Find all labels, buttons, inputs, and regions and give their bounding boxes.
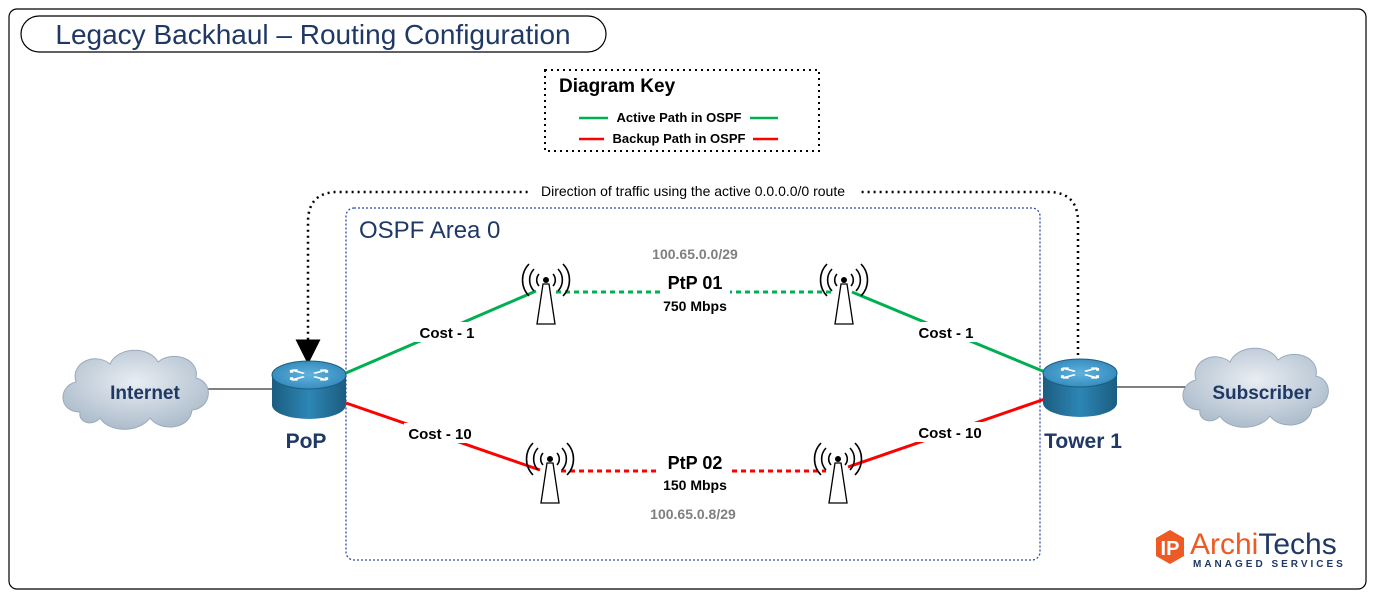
router-icon	[271, 360, 347, 419]
logo-hexagon-icon	[1156, 530, 1184, 564]
cost-label-tower-active: Cost - 1	[918, 325, 973, 342]
key-backup-mask	[604, 130, 753, 146]
ptp01-subnet: 100.65.0.0/29	[652, 246, 738, 262]
key-active-label: Active Path in OSPF	[617, 110, 742, 125]
cost-label-pop-backup: Cost - 10	[408, 426, 471, 443]
cost-mask-3	[404, 423, 476, 443]
diagram-key-title: Diagram Key	[559, 76, 676, 97]
cost-mask-2	[914, 322, 978, 342]
subscriber-label: Subscriber	[1212, 383, 1312, 404]
cost-mask-4	[914, 422, 986, 442]
cloud-icon	[62, 349, 209, 430]
logo-badge-text: IP	[1161, 538, 1180, 560]
traffic-direction-label: Direction of traffic using the active 0.…	[541, 183, 845, 199]
traffic-direction-arrow	[295, 190, 1080, 365]
logo-tagline: MANAGED SERVICES	[1193, 559, 1346, 570]
antenna-icon	[819, 263, 869, 325]
ptp01-speed: 750 Mbps	[663, 298, 727, 314]
traffic-note-mask	[528, 182, 860, 200]
logo-wordmark-a: Archi	[1190, 528, 1258, 561]
title-pill	[20, 15, 607, 53]
logo-wordmark: ArchiTechs	[1190, 528, 1337, 561]
cost-label-pop-active: Cost - 1	[419, 325, 474, 342]
cost-mask-1	[415, 322, 479, 342]
ptp02-label-mask	[660, 450, 730, 500]
diagram-title: Legacy Backhaul – Routing Configuration	[55, 19, 570, 50]
cloud-icon	[1182, 347, 1329, 428]
router-icon	[1042, 358, 1118, 417]
ptp02-name: PtP 02	[668, 453, 723, 473]
key-active-mask	[608, 109, 750, 125]
antenna-icon	[813, 442, 863, 504]
pop-label: PoP	[286, 430, 327, 453]
ptp02-subnet: 100.65.0.8/29	[650, 506, 736, 522]
antenna-icon	[525, 442, 575, 504]
ptp01-label-mask	[660, 270, 730, 322]
key-backup-label: Backup Path in OSPF	[613, 131, 746, 146]
cost-label-tower-backup: Cost - 10	[918, 425, 981, 442]
internet-label: Internet	[110, 383, 180, 404]
ptp02-speed: 150 Mbps	[663, 477, 727, 493]
antenna-icon	[521, 263, 571, 325]
ptp01-name: PtP 01	[668, 273, 723, 293]
diagram-key: Diagram Key Active Path in OSPF Backup P…	[544, 69, 820, 152]
tower-label: Tower 1	[1044, 430, 1122, 453]
architechs-logo: IP ArchiTechs MANAGED SERVICES	[1156, 528, 1346, 570]
ospf-area-label: OSPF Area 0	[359, 217, 500, 244]
logo-wordmark-b: Techs	[1258, 528, 1336, 561]
